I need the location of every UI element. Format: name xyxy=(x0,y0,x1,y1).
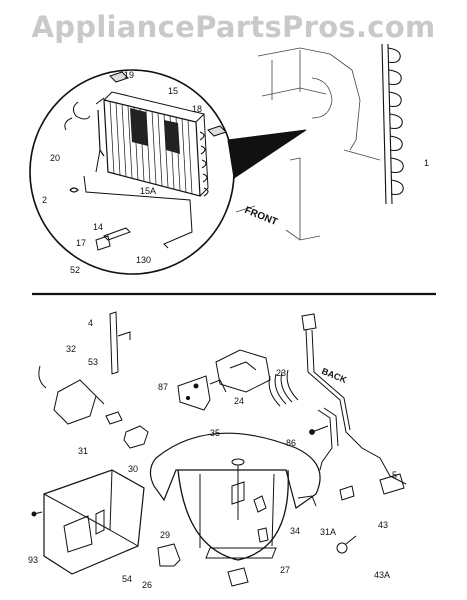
callout-86: 86 xyxy=(286,438,297,448)
tubing-and-wires xyxy=(64,71,227,251)
part-86-screw xyxy=(309,425,329,435)
callout-35: 35 xyxy=(210,428,221,438)
callout-5: 5 xyxy=(392,470,398,480)
part-23-harness xyxy=(268,313,407,485)
callout-43a: 43A xyxy=(374,570,391,580)
part-43a-clamp xyxy=(336,535,357,554)
part-87-bracket xyxy=(177,375,211,411)
part-32-overload xyxy=(38,365,105,425)
cabinet-outline xyxy=(235,47,381,241)
callout-17: 17 xyxy=(76,238,87,248)
callout-31a: 31A xyxy=(320,527,337,537)
callout-15a: 15A xyxy=(140,186,157,196)
callout-4: 4 xyxy=(88,318,94,328)
condenser-coil-part-1 xyxy=(381,43,404,205)
part-43-clip xyxy=(339,473,405,501)
callout-34: 34 xyxy=(290,526,301,536)
callout-23: 23 xyxy=(276,368,287,378)
callout-19: 19 xyxy=(124,70,135,80)
part-29-cap xyxy=(157,543,181,567)
callout-32: 32 xyxy=(66,344,77,354)
callout-54: 54 xyxy=(122,574,133,584)
part-93-screw xyxy=(31,511,43,517)
part-26-grommet xyxy=(227,567,249,587)
callout-53: 53 xyxy=(88,357,99,367)
callout-15: 15 xyxy=(168,86,179,96)
callout-14: 14 xyxy=(93,222,104,232)
part-34-compressor xyxy=(177,458,289,561)
callout-24: 24 xyxy=(234,396,245,406)
callout-1: 1 xyxy=(424,158,430,168)
callout-2: 2 xyxy=(42,195,48,205)
part-24-control xyxy=(209,349,271,393)
callout-52: 52 xyxy=(70,265,81,275)
callout-30: 30 xyxy=(128,464,139,474)
part-4-bracket xyxy=(109,311,131,375)
callout-93: 93 xyxy=(28,555,39,565)
callout-20: 20 xyxy=(50,153,61,163)
part-54-cover-plate xyxy=(43,469,145,575)
callout-31: 31 xyxy=(78,446,89,456)
callout-87: 87 xyxy=(158,382,169,392)
part-35-fan-cover xyxy=(149,432,321,509)
callout-pointer xyxy=(227,129,307,179)
evaporator-coil xyxy=(95,91,209,197)
callout-18: 18 xyxy=(192,104,203,114)
watermark-logo: AppliancePartsPros.com xyxy=(31,10,436,44)
part-31a-mount xyxy=(297,495,317,507)
callout-27: 27 xyxy=(280,565,291,575)
evaporator-detail-circle xyxy=(29,69,307,275)
callout-43: 43 xyxy=(378,520,389,530)
callout-29: 29 xyxy=(160,530,171,540)
callout-26: 26 xyxy=(142,580,153,590)
callout-130: 130 xyxy=(136,255,152,265)
part-31-relay xyxy=(105,411,149,449)
